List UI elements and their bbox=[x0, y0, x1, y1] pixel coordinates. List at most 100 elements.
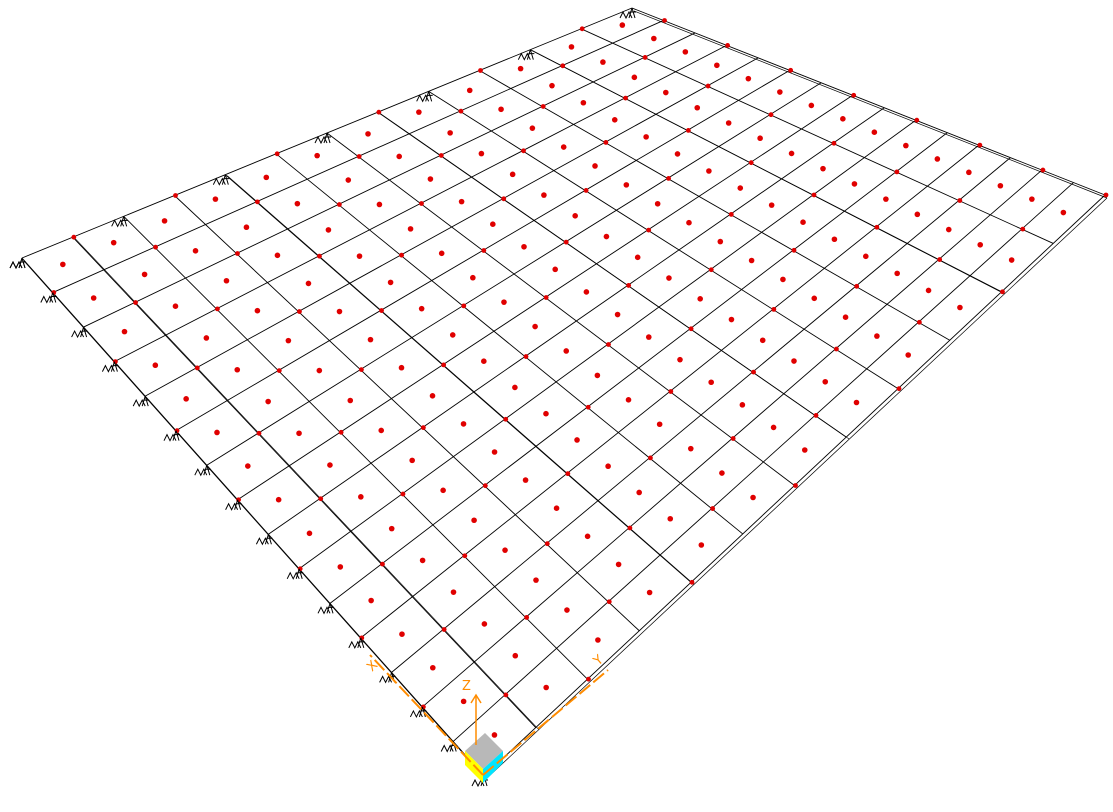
joint-marker bbox=[356, 253, 363, 259]
joint-marker bbox=[745, 75, 752, 82]
joint-marker bbox=[563, 348, 570, 354]
joint-marker bbox=[450, 589, 457, 595]
joint-marker bbox=[757, 135, 763, 142]
joint-marker bbox=[543, 684, 549, 691]
joint-marker bbox=[574, 437, 580, 443]
joint-marker bbox=[791, 358, 797, 364]
joint-marker bbox=[643, 134, 649, 140]
joint-marker bbox=[481, 358, 487, 364]
joint-marker bbox=[771, 306, 777, 312]
joint-marker bbox=[399, 631, 405, 637]
joint-marker bbox=[725, 43, 730, 48]
joint-marker bbox=[419, 557, 426, 564]
joint-marker bbox=[427, 176, 434, 182]
joint-marker bbox=[553, 505, 560, 512]
joint-markers bbox=[51, 18, 1109, 779]
joint-marker bbox=[572, 213, 578, 219]
joint-marker bbox=[543, 295, 549, 300]
joint-marker bbox=[263, 174, 270, 181]
joint-marker bbox=[460, 421, 467, 427]
joint-marker bbox=[977, 241, 984, 248]
joint-marker bbox=[522, 477, 529, 483]
joint-marker bbox=[294, 200, 301, 207]
joint-marker bbox=[698, 542, 705, 548]
joint-marker bbox=[367, 336, 374, 343]
joint-marker bbox=[791, 247, 797, 253]
joint-marker bbox=[490, 221, 496, 227]
joint-marker bbox=[668, 389, 674, 394]
joint-marker bbox=[937, 257, 943, 262]
joint-marker bbox=[347, 397, 354, 404]
joint-marker bbox=[636, 489, 642, 496]
joint-marker bbox=[560, 144, 567, 150]
joint-marker bbox=[854, 283, 860, 289]
joint-marker bbox=[297, 309, 302, 314]
joint-marker bbox=[121, 328, 128, 335]
joint-marker bbox=[708, 267, 714, 273]
spring-support-icon bbox=[409, 706, 427, 719]
joint-marker bbox=[407, 226, 414, 232]
joint-marker bbox=[606, 342, 611, 347]
grid-beam-line bbox=[74, 237, 539, 730]
joint-marker bbox=[265, 398, 271, 405]
joint-marker bbox=[214, 429, 220, 436]
joint-marker bbox=[338, 429, 344, 435]
joint-marker bbox=[460, 698, 467, 705]
joint-marker bbox=[694, 104, 701, 111]
joint-marker bbox=[512, 652, 519, 659]
joint-marker bbox=[398, 364, 405, 371]
joint-marker bbox=[380, 561, 385, 567]
joint-marker bbox=[376, 201, 383, 208]
spring-support-icon bbox=[619, 7, 636, 20]
joint-marker bbox=[438, 250, 445, 257]
y-axis-label: Y bbox=[590, 652, 607, 669]
joint-marker bbox=[501, 299, 507, 305]
joint-marker bbox=[894, 270, 900, 277]
joint-marker bbox=[894, 169, 900, 175]
joint-marker bbox=[153, 244, 158, 250]
joint-marker bbox=[614, 311, 621, 318]
joint-marker bbox=[903, 142, 909, 149]
joint-marker bbox=[336, 202, 342, 207]
joint-marker bbox=[491, 732, 498, 738]
edge-beam-line bbox=[485, 197, 1108, 780]
grid-line bbox=[21, 257, 485, 777]
joint-marker bbox=[274, 151, 280, 157]
joint-marker bbox=[462, 553, 468, 559]
joint-marker bbox=[957, 304, 963, 311]
joint-marker bbox=[862, 253, 869, 260]
joint-marker bbox=[359, 367, 364, 372]
joint-marker bbox=[466, 87, 473, 94]
joint-marker bbox=[917, 319, 922, 325]
joint-marker bbox=[871, 129, 878, 135]
spring-support-icon bbox=[517, 49, 535, 61]
joint-marker bbox=[677, 356, 683, 363]
joint-marker bbox=[509, 171, 516, 178]
joint-marker bbox=[544, 541, 550, 547]
joint-marker bbox=[706, 168, 712, 174]
joint-marker bbox=[1103, 192, 1109, 198]
joint-marker bbox=[737, 185, 744, 191]
joint-marker bbox=[905, 352, 912, 358]
joint-marker bbox=[379, 308, 384, 313]
joint-marker bbox=[409, 457, 415, 464]
joint-marker bbox=[173, 193, 178, 198]
joint-marker bbox=[378, 427, 385, 434]
joint-marker bbox=[429, 664, 436, 671]
spring-support-icon bbox=[71, 326, 88, 339]
joint-marker bbox=[662, 89, 669, 96]
joint-marker bbox=[194, 365, 200, 371]
spring-support-icon bbox=[163, 430, 180, 442]
joint-marker bbox=[285, 337, 292, 344]
joint-marker bbox=[759, 337, 766, 344]
joint-marker bbox=[1000, 289, 1005, 295]
joint-marker bbox=[595, 637, 601, 643]
joint-marker bbox=[356, 154, 362, 159]
joint-marker bbox=[491, 449, 498, 455]
joint-marker bbox=[503, 692, 509, 698]
joint-marker bbox=[438, 153, 444, 158]
joint-marker bbox=[523, 354, 529, 359]
joint-marker bbox=[192, 248, 199, 254]
grid-line bbox=[225, 174, 692, 583]
